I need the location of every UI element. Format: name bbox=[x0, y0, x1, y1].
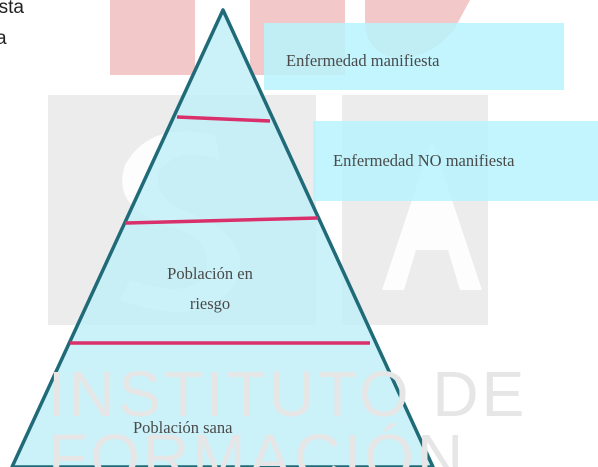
label-box-enfermedad-no-manifiesta bbox=[313, 121, 598, 201]
logo-letter-a bbox=[382, 140, 482, 290]
divider-level-1 bbox=[176, 115, 271, 123]
level-label-enfermedad-no-manifiesta: Enfermedad NO manifiesta bbox=[333, 151, 515, 170]
pyramid bbox=[10, 8, 435, 467]
level-label-poblacion-en-riesgo-line1: Población en bbox=[167, 264, 253, 283]
watermark-text-line1: INSTITUTO DE bbox=[48, 358, 528, 430]
pyramid-shape bbox=[10, 8, 435, 467]
clipped-text-line1: esta bbox=[0, 0, 24, 18]
level-label-enfermedad-manifiesta: Enfermedad manifiesta bbox=[286, 51, 440, 70]
level-label-poblacion-sana: Población sana bbox=[133, 418, 233, 437]
watermark-text-line2: FORMACIÓN bbox=[48, 421, 467, 467]
level-label-poblacion-en-riesgo: Población en riesgo bbox=[150, 259, 270, 319]
divider-level-2 bbox=[124, 216, 319, 225]
label-box-enfermedad-manifiesta bbox=[264, 23, 564, 90]
level-label-poblacion-en-riesgo-line2: riesgo bbox=[189, 294, 231, 313]
clipped-text-line2: a bbox=[0, 28, 7, 49]
logo-red-block-left bbox=[110, 0, 195, 75]
